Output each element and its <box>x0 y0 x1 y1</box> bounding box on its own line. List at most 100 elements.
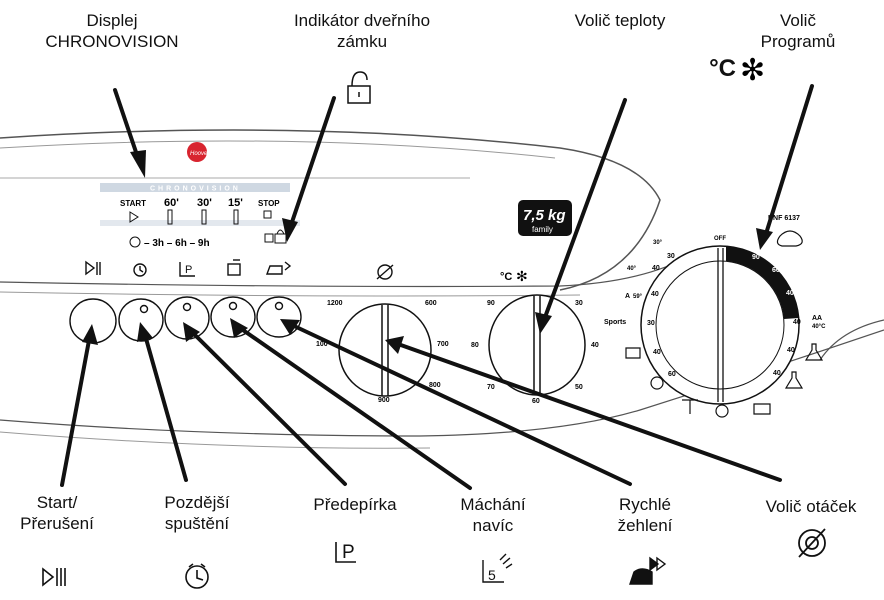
spin-tick: 600 <box>425 300 437 307</box>
spin-tick: 700 <box>437 341 449 348</box>
svg-text:P: P <box>342 542 355 563</box>
step-stop: STOP <box>258 199 280 208</box>
program-tick: 40 <box>787 347 795 354</box>
rinse-label: Máchání navíc <box>438 494 548 536</box>
temp-tick: 40 <box>591 342 599 349</box>
program-tick: 40 <box>793 319 801 326</box>
start-label: Start/ Přerušení <box>2 492 112 534</box>
display-steps: START 60' 30' 15' STOP <box>120 197 280 209</box>
rinse-label-line: Máchání <box>460 495 526 514</box>
step-15: 15' <box>228 197 243 209</box>
program-tick: 40 <box>786 290 794 297</box>
celsius-symbol: °C <box>709 55 736 82</box>
display-label-line: CHRONOVISION <box>45 32 179 51</box>
program-label: Volič Programů <box>718 10 878 52</box>
temp-tick: 90 <box>487 300 495 307</box>
door-lock-icon <box>347 71 371 104</box>
spin-label: Volič otáček <box>738 496 884 517</box>
iron-label: Rychlé žehlení <box>590 494 700 536</box>
program-knob[interactable] <box>640 245 800 405</box>
panel-right-curve <box>819 319 884 361</box>
step-30: 30' <box>197 197 212 209</box>
panel-snowflake-icon: ✻ <box>516 268 528 284</box>
start-label-line: Start/ <box>36 493 78 512</box>
program-label-line: Volič <box>780 11 816 30</box>
program-aa: AA <box>812 315 822 322</box>
program-tick: 40 <box>652 265 660 272</box>
prewash-label: Předepírka <box>290 494 420 515</box>
door-lock-label-line: zámku <box>336 32 388 51</box>
program-tick: 40 <box>773 370 781 377</box>
temp-tick: 80 <box>471 342 479 349</box>
spin-knob[interactable] <box>338 303 432 397</box>
program-icon-temp: 40° <box>627 266 637 272</box>
program-tick: 40 <box>651 291 659 298</box>
panel-temp-label: °C <box>500 271 512 283</box>
temp-tick: 60 <box>532 398 540 405</box>
program-label-line: Programů <box>760 32 836 51</box>
start-pause-icon <box>42 567 66 587</box>
quick-iron-icon <box>629 556 667 585</box>
extra-rinse-icon: 5 <box>482 553 513 583</box>
program-tick: 30 <box>667 253 675 260</box>
program-symbol-icons <box>625 230 824 418</box>
temp-tick: 30 <box>575 300 583 307</box>
program-tick: 90 <box>752 254 760 261</box>
callout-lines <box>60 84 814 490</box>
temperature-knob[interactable] <box>488 294 586 396</box>
program-off: OFF <box>714 236 726 242</box>
temp-tick: 70 <box>487 384 495 391</box>
svg-text:Hoover: Hoover <box>190 151 210 157</box>
panel-top-edge <box>0 129 661 291</box>
capacity-value: 7,5 kg <box>523 207 566 224</box>
rinse-icon-number: 5 <box>488 567 496 583</box>
spin-label-line: Volič otáček <box>765 497 857 516</box>
program-tick: 60 <box>772 267 780 274</box>
panel-button-icons: P <box>85 259 394 280</box>
panel-mid-line <box>0 249 701 288</box>
door-lock-panel-icon <box>264 229 287 244</box>
temp-tick: 50 <box>575 384 583 391</box>
iron-label-line: Rychlé <box>619 495 671 514</box>
spin-tick: 1200 <box>327 300 343 307</box>
program-icon-temp: 59° <box>633 294 643 300</box>
spin-tick: 900 <box>378 397 390 404</box>
delay-label: Pozdější spuštění <box>142 492 252 534</box>
temperature-label: Volič teploty <box>520 10 720 31</box>
step-60: 60' <box>164 197 179 209</box>
program-tick: 40 <box>653 349 661 356</box>
temperature-label-line: Volič teploty <box>574 11 666 30</box>
program-tick: 30 <box>647 320 655 327</box>
capacity-badge: 7,5 kg family <box>518 200 572 236</box>
display-label-line: Displej <box>86 11 138 30</box>
step-start: START <box>120 199 146 208</box>
model-number: HNF 6137 <box>768 215 800 222</box>
panel-bottom-line-2 <box>0 431 431 449</box>
temp-ticks: 90 30 80 40 70 60 50 <box>471 300 599 405</box>
prewash-label-line: Předepírka <box>313 495 397 514</box>
delay-label-line: Pozdější <box>164 493 230 512</box>
display-label: Displej CHRONOVISION <box>12 10 212 52</box>
panel-mid-line-2 <box>0 291 581 297</box>
iron-label-line: žehlení <box>617 516 673 535</box>
capacity-sub: family <box>532 225 553 234</box>
panel-top-edge-2 <box>0 140 556 159</box>
delay-row: – 3h – 6h – 9h <box>144 238 210 249</box>
display-step-markers <box>129 209 272 225</box>
program-icon-temps: 30° 40° 59° <box>627 240 663 300</box>
display-brand: CHRONOVISION <box>150 186 241 193</box>
door-lock-label: Indikátor dveřního zámku <box>262 10 462 52</box>
spin-speed-icon <box>798 528 826 558</box>
delay-clock-small <box>129 236 141 248</box>
spin-tick: 800 <box>429 382 441 389</box>
snowflake-icon: ✻ <box>740 54 765 87</box>
program-icon-temp: 30° <box>653 240 663 246</box>
program-aa-temp: 40°C <box>812 324 826 330</box>
program-a: A <box>625 293 630 300</box>
program-tick: 60 <box>668 371 676 378</box>
spin-ticks: 1200 600 700 100 800 900 <box>316 300 449 404</box>
program-black-arc <box>726 246 799 319</box>
display-band <box>100 183 290 192</box>
display-band-2 <box>100 220 300 226</box>
